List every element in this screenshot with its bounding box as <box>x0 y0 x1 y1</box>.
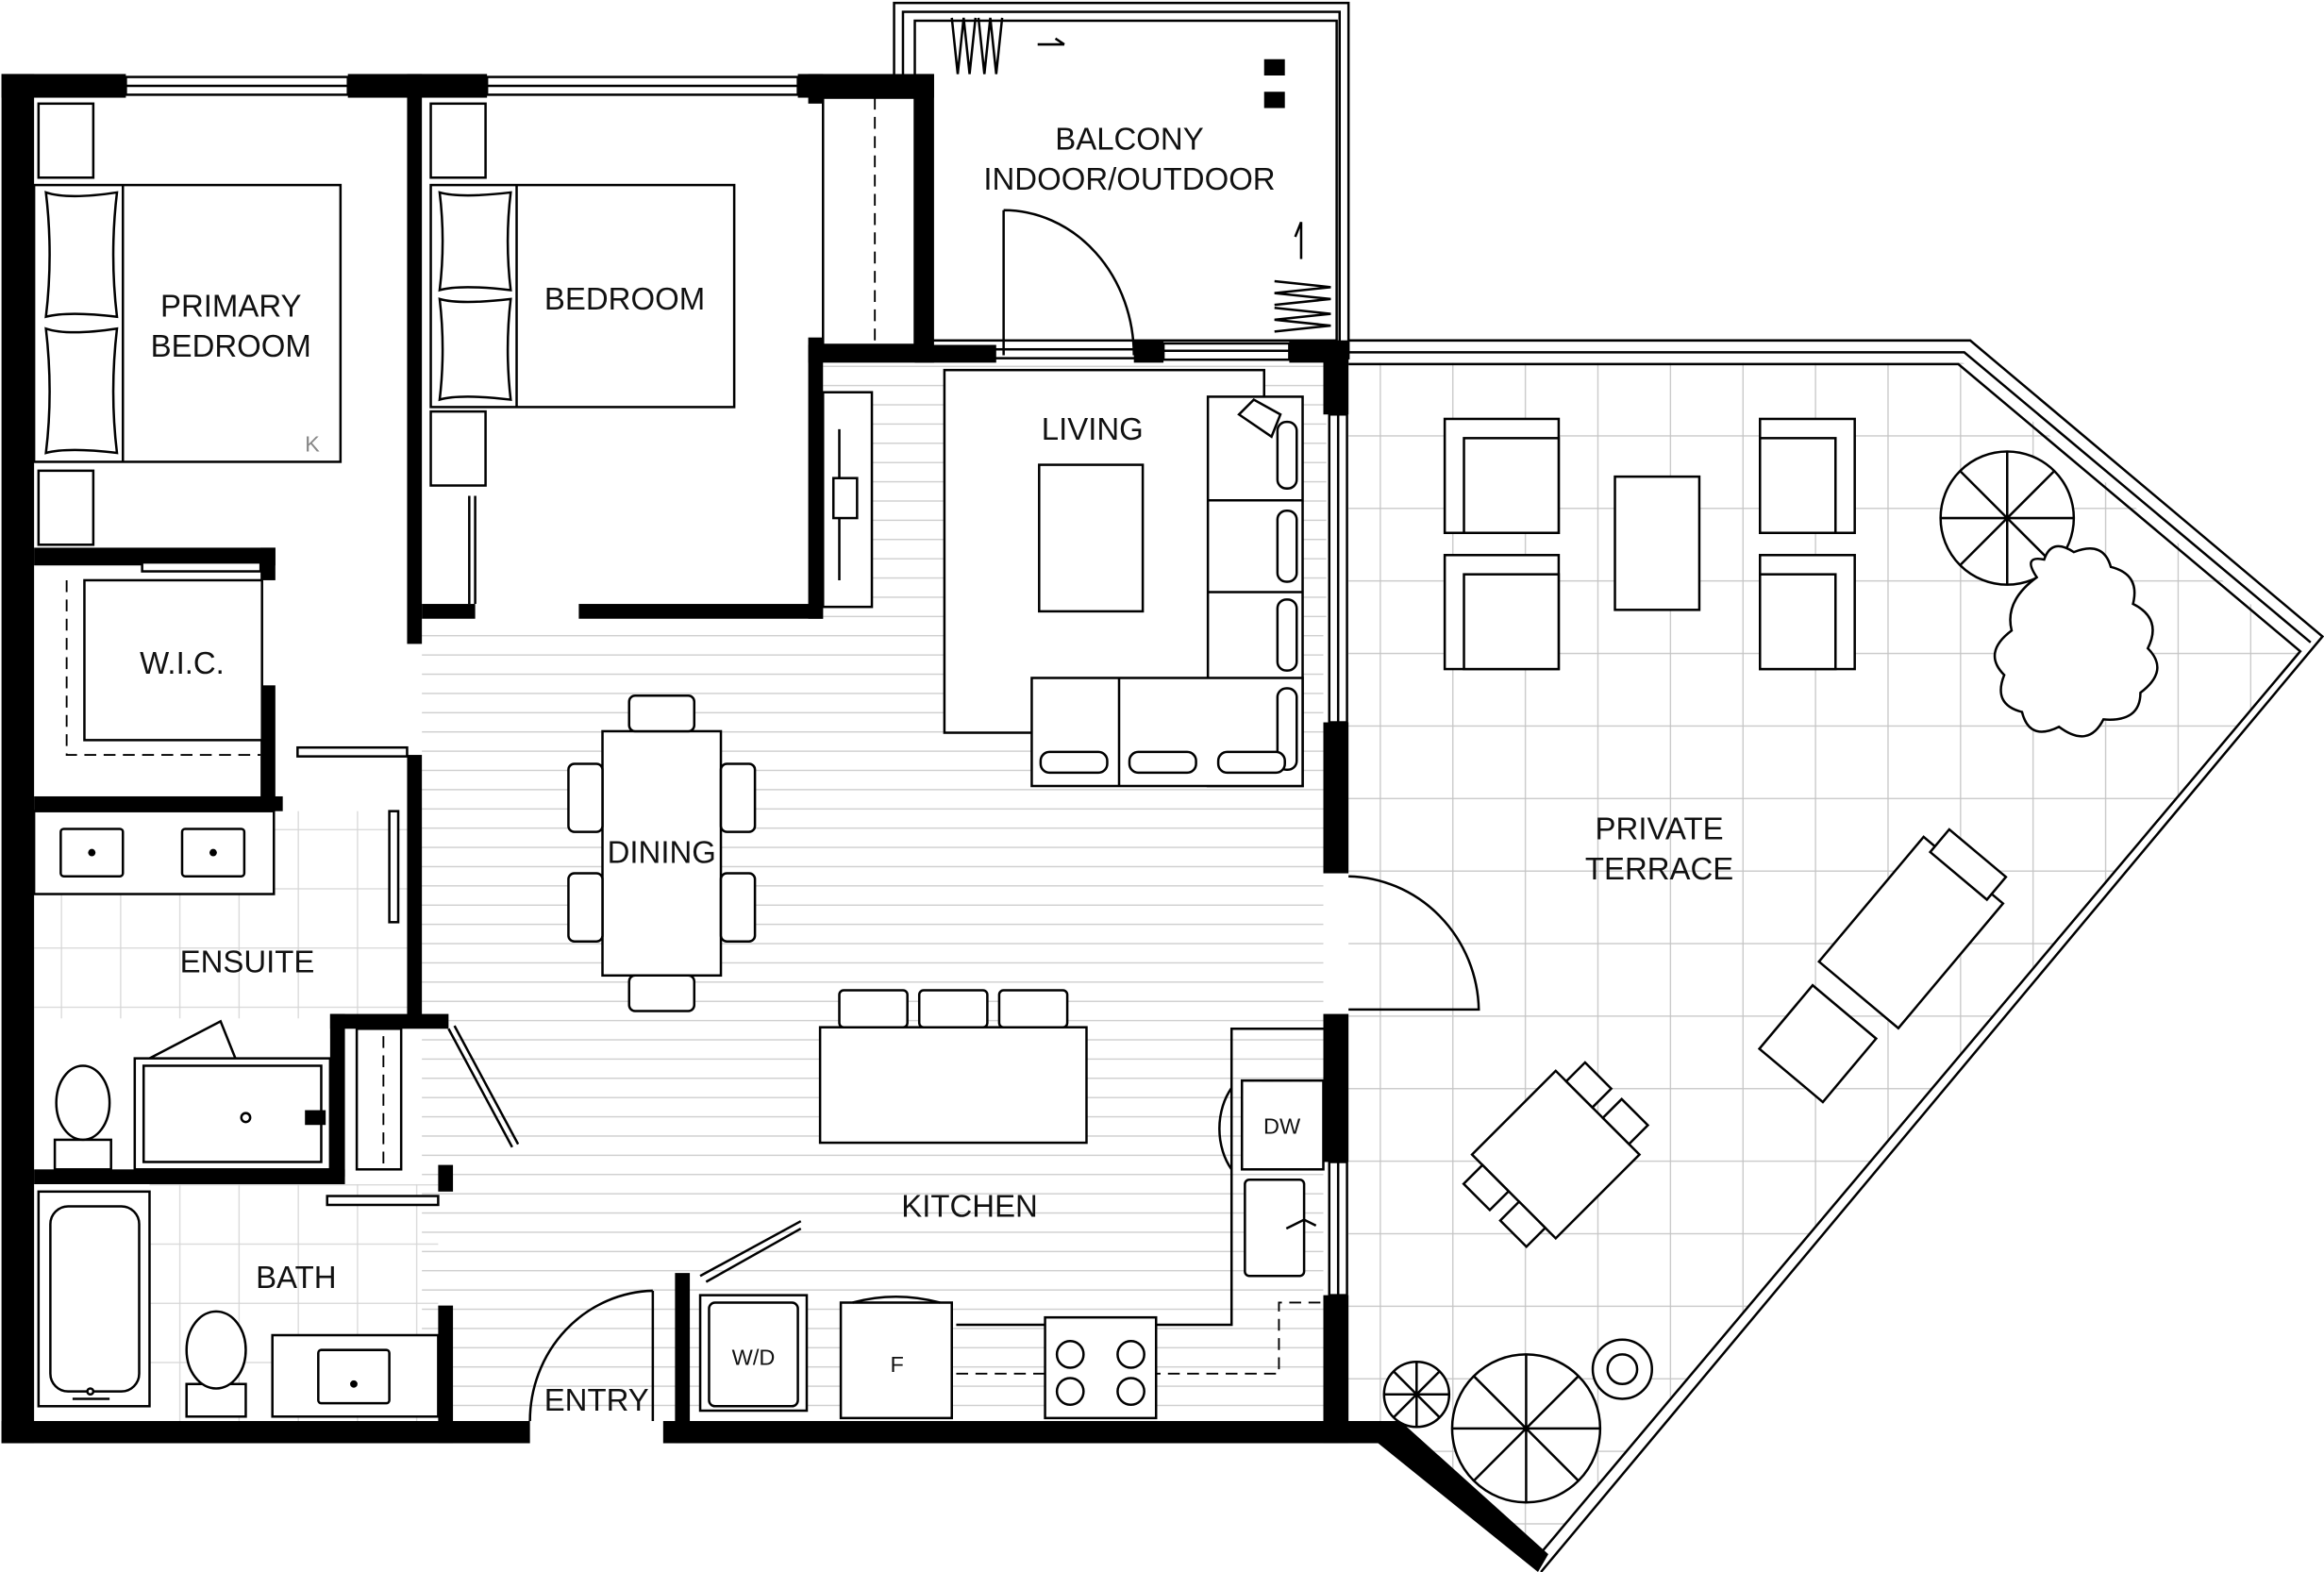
entry: ENTRY <box>447 1025 655 1421</box>
washer-dryer-label: W/D <box>732 1345 776 1369</box>
dining: DINING <box>567 694 757 1012</box>
kitchen: DW F W/D KITCHEN <box>698 989 1325 1420</box>
walk-in-closet: W.I.C. <box>65 560 263 756</box>
ensuite: ENSUITE <box>32 745 409 1171</box>
room-label-dining: DINING <box>608 835 716 870</box>
room-label-primary-2: BEDROOM <box>151 328 311 363</box>
room-label-balcony-2: INDOOR/OUTDOOR <box>983 161 1275 196</box>
windows <box>125 75 1348 1296</box>
room-label-balcony-1: BALCONY <box>1055 121 1203 156</box>
room-label-bath: BATH <box>256 1260 336 1295</box>
room-label-wic: W.I.C. <box>140 645 225 680</box>
plant-icon <box>1382 450 2159 1504</box>
living: LIVING <box>822 368 1304 788</box>
room-label-bedroom: BEDROOM <box>544 281 705 316</box>
bed-size-mark: K <box>305 431 320 456</box>
terrace-railing <box>1348 339 2324 1572</box>
private-terrace: PRIVATE TERRACE <box>1348 417 2159 1504</box>
room-label-terrace-1: PRIVATE <box>1596 811 1724 845</box>
room-label-entry: ENTRY <box>544 1382 649 1417</box>
room-label-terrace-2: TERRACE <box>1585 851 1733 886</box>
bedroom: BEDROOM <box>429 96 916 605</box>
room-label-ensuite: ENSUITE <box>180 945 315 979</box>
fridge-label: F <box>891 1352 904 1377</box>
primary-bedroom: PRIMARY BEDROOM K <box>32 102 343 546</box>
dishwasher-label: DW <box>1263 1114 1301 1139</box>
walls <box>1 74 1401 1444</box>
room-label-living: LIVING <box>1042 411 1144 446</box>
room-label-kitchen: KITCHEN <box>901 1189 1038 1224</box>
bath: BATH <box>37 1190 440 1418</box>
room-label-primary-1: PRIMARY <box>160 289 302 324</box>
